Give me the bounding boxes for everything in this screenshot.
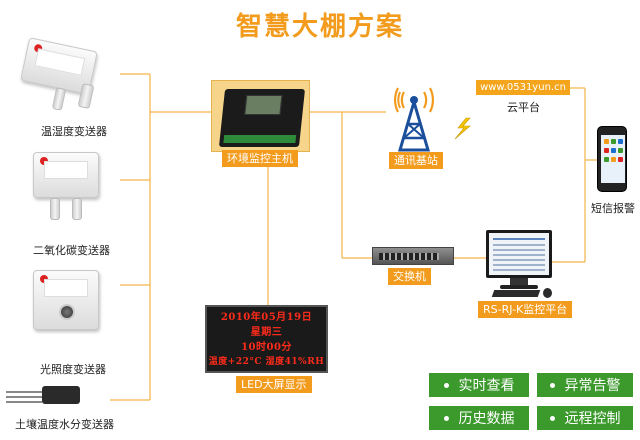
light-dome-icon: [59, 304, 75, 320]
led-line: 10时00分: [241, 342, 292, 353]
cloud-label: 云平台: [507, 101, 540, 114]
switch-ports: [379, 253, 439, 260]
controller-screen: [244, 95, 283, 115]
sensor-nameplate: [44, 279, 88, 297]
phone-label: 短信报警: [591, 202, 635, 215]
led-label: LED大屏显示: [236, 376, 312, 393]
signal-bolt-icon: [454, 117, 471, 140]
phone-icon: [597, 126, 627, 192]
bullet-icon: [443, 382, 449, 388]
monitor-screen: [489, 233, 549, 275]
sensor-nameplate: [44, 161, 88, 179]
keyboard-icon: [491, 290, 541, 297]
environment-controller: [211, 80, 310, 152]
feature-remote-control[interactable]: 远程控制: [537, 406, 633, 430]
sensor-nameplate: [34, 48, 86, 76]
controller-body: [218, 89, 306, 147]
feature-history[interactable]: 历史数据: [429, 406, 529, 430]
cloud-url: www.0531yun.cn: [476, 80, 570, 95]
led-display: 2010年05月19日 星期三 10时00分 温度+22°C 湿度41%RH: [205, 305, 328, 373]
bullet-icon: [549, 415, 555, 421]
soil-sensor: [42, 386, 80, 404]
bullet-icon: [443, 415, 449, 421]
led-line: 温度+22°C 湿度41%RH: [208, 357, 325, 367]
co2-label: 二氧化碳变送器: [33, 244, 110, 257]
switch-label: 交换机: [388, 268, 431, 285]
tower-icon: [386, 80, 442, 152]
soil-probe: [6, 401, 42, 403]
monitor-icon: [486, 230, 552, 278]
phone-screen: [601, 135, 625, 183]
page-title: 智慧大棚方案: [235, 12, 404, 42]
bullet-icon: [549, 382, 555, 388]
controller-label: 环境监控主机: [222, 150, 298, 167]
monitor-stand: [510, 278, 528, 286]
platform-label: RS-RJ-K监控平台: [478, 301, 573, 318]
soil-probe: [6, 391, 42, 393]
monitor-base: [500, 285, 538, 289]
sensor-probe: [50, 198, 60, 220]
led-line: 星期三: [250, 327, 283, 338]
sensor-probe: [72, 198, 82, 220]
mouse-icon: [543, 288, 552, 298]
soil-label: 土壤温度水分变送器: [15, 418, 114, 431]
co2-sensor: [33, 152, 99, 198]
feature-realtime-view[interactable]: 实时查看: [429, 373, 529, 397]
light-label: 光照度变送器: [40, 363, 106, 376]
feature-alarm[interactable]: 异常告警: [537, 373, 633, 397]
soil-probe: [6, 396, 42, 398]
led-line: 2010年05月19日: [220, 312, 313, 323]
controller-terminals: [223, 135, 297, 143]
tower-label: 通讯基站: [389, 152, 443, 169]
light-sensor: [33, 270, 99, 330]
temp-humidity-label: 温湿度变送器: [41, 125, 107, 138]
network-switch: [372, 247, 454, 265]
